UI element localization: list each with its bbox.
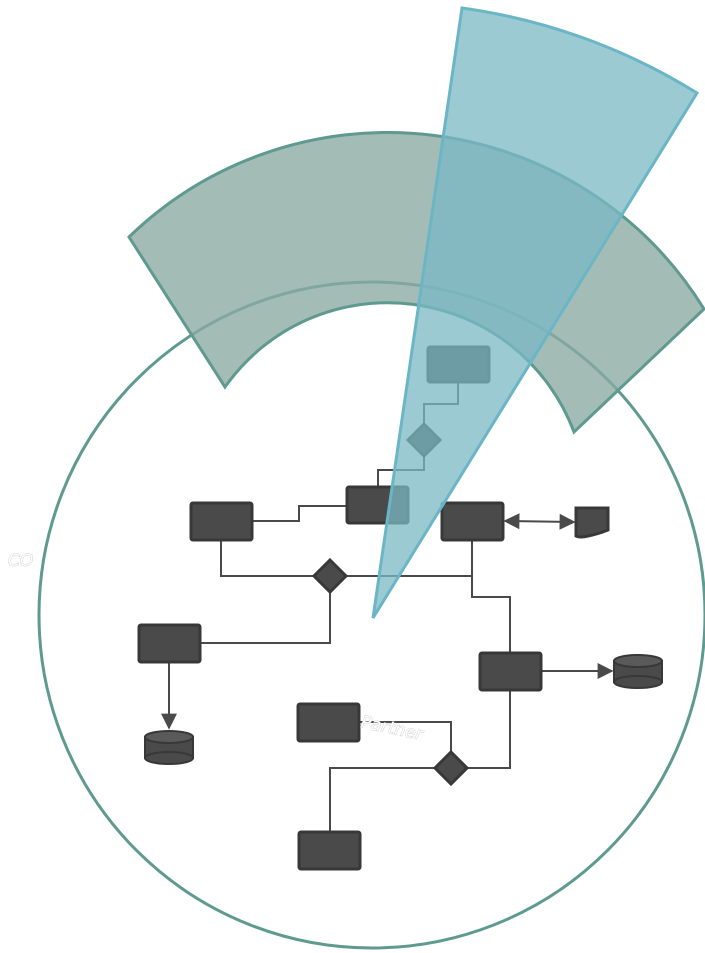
database-right-icon[interactable] (613, 654, 663, 689)
nodes (137, 345, 543, 871)
decision-diamond-bottom[interactable] (432, 749, 470, 787)
decision-diamond-middle[interactable] (311, 557, 349, 595)
process-box-right[interactable] (440, 501, 505, 542)
process-box-partner[interactable] (296, 702, 361, 743)
database-left-icon[interactable] (144, 730, 194, 765)
connector-diamond3-to-bottom (329, 767, 435, 832)
connector-right-to-lowright (471, 576, 511, 653)
document-icon[interactable] (574, 506, 610, 539)
process-box-left[interactable] (189, 501, 254, 542)
left-edge-label: CO (8, 551, 33, 571)
connector-center-to-left (251, 505, 347, 522)
connector-left-to-diamond2 (220, 541, 315, 577)
connector-partner-to-diamond3 (359, 721, 452, 752)
connector-right-to-doc (503, 513, 576, 530)
wedge-sector-shape (371, 6, 700, 619)
connectors (161, 382, 614, 832)
partner-label: Partner (359, 712, 425, 745)
process-box-bottom[interactable] (297, 830, 362, 871)
process-box-far-left[interactable] (137, 623, 202, 664)
connector-diamond2-to-farleft (200, 592, 331, 644)
process-box-low-right[interactable] (478, 651, 543, 692)
connector-lowright-to-diamond3 (467, 690, 511, 769)
